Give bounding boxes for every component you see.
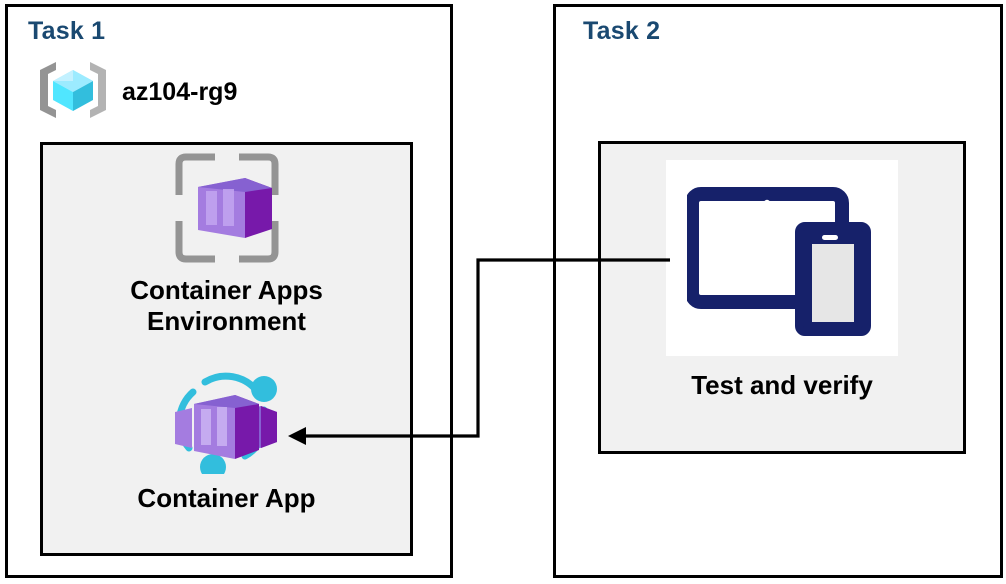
resource-group-row: az104-rg9: [36, 58, 237, 127]
resource-group-icon: [36, 58, 110, 127]
task-2-label: Task 2: [583, 17, 661, 45]
devices-tablet-phone-icon: [685, 176, 877, 341]
container-app-label: Container App: [137, 483, 316, 513]
test-icon-plate: [666, 160, 898, 356]
task-1-label: Task 1: [28, 17, 106, 45]
container-apps-environment-label: Container Apps Environment: [130, 275, 323, 336]
container-app-tile: Container App: [40, 368, 413, 514]
container-apps-environment-icon: [169, 150, 285, 271]
test-and-verify-tile: Test and verify: [598, 160, 966, 401]
resource-group-name: az104-rg9: [122, 78, 238, 106]
container-apps-environment-tile: Container Apps Environment: [40, 150, 413, 336]
container-app-icon: [165, 368, 289, 480]
test-and-verify-label: Test and verify: [691, 370, 873, 400]
